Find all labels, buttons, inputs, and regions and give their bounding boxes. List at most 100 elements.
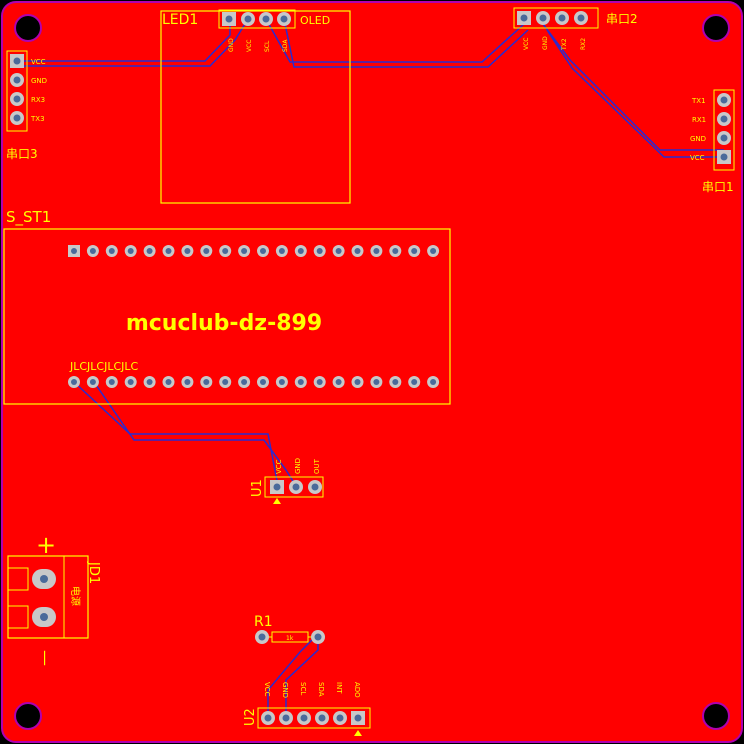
- s-st1-board-text: mcuclub-dz-899: [126, 311, 322, 336]
- uart3-pin4-hole: [13, 114, 21, 122]
- uart2-pin4-hole: [577, 14, 585, 22]
- u1-pin1-marker: [273, 498, 281, 504]
- s-st1-top-pin-hole: [411, 248, 418, 254]
- led1-pin1-label: GND: [228, 38, 235, 52]
- led1-module[interactable]: LED1 OLED GND VCC SCL SDA: [160, 9, 351, 204]
- uart2-ref: 串口2: [606, 12, 638, 26]
- s-st1-bottom-pin-hole: [373, 379, 380, 385]
- traces: [17, 18, 724, 718]
- mount-hole-br: [702, 702, 730, 730]
- s-st1-top-pin-hole: [184, 248, 191, 254]
- jd1-ref: JD1: [86, 561, 101, 584]
- uart3-pin1-label: VCC: [31, 58, 46, 66]
- s-st1-top-pin-hole: [203, 248, 210, 254]
- led1-header-outline: [218, 9, 296, 29]
- uart1-pin3-label: GND: [690, 135, 706, 143]
- s-st1-bottom-pin-hole: [184, 379, 191, 385]
- uart3-pin2-hole: [13, 76, 21, 84]
- u1-sensor[interactable]: U1 VCC GND OUT: [250, 458, 324, 504]
- uart3-pin2-label: GND: [31, 77, 47, 85]
- led1-pin2-label: VCC: [246, 40, 253, 52]
- uart2-pin1-label: VCC: [523, 38, 530, 50]
- u2-pin3-label: SCL: [299, 682, 307, 695]
- uart2-pin3-hole: [558, 14, 566, 22]
- s-st1-bottom-pin-hole: [297, 379, 304, 385]
- s-st1-top-pin-hole: [392, 248, 399, 254]
- jd1-power-connector[interactable]: + — 电源 JD1: [7, 531, 101, 666]
- r1-value: 1k: [286, 635, 294, 642]
- uart2-outline: [513, 7, 599, 29]
- s-st1-bottom-pin-hole: [165, 379, 172, 385]
- s-st1-bottom-pin-hole: [146, 379, 153, 385]
- s-st1-top-pin-hole: [241, 248, 248, 254]
- s-st1-bottom-pin-hole: [241, 379, 248, 385]
- s-st1-top-pin-hole: [335, 248, 342, 254]
- jd1-power-label: 电源: [69, 586, 82, 606]
- led1-pin3-label: SCL: [264, 40, 271, 52]
- u2-module[interactable]: U2 VCC GND SCL SDA INT ADO: [243, 682, 371, 736]
- s-st1-top-pin-hole: [222, 248, 229, 254]
- uart1-pin4-hole: [720, 153, 728, 161]
- trace-uart2-uart1-a: [542, 23, 724, 151]
- jd1-minus-label: —: [36, 650, 55, 666]
- u2-pin5-label: INT: [335, 682, 343, 694]
- mount-hole-bl: [14, 702, 42, 730]
- u1-outline: [264, 476, 324, 498]
- s-st1-bottom-pin-hole: [430, 379, 437, 385]
- s-st1-top-pin-row: [68, 245, 440, 257]
- u1-pin1-label: VCC: [275, 459, 283, 474]
- uart3-pin1-hole: [13, 57, 21, 65]
- u2-pin4-hole: [318, 714, 326, 722]
- mount-hole-tr: [702, 14, 730, 42]
- led1-ref: LED1: [162, 12, 198, 28]
- s-st1-top-pin-hole: [430, 248, 437, 254]
- s-st1-top-pin-hole: [146, 248, 153, 254]
- jd1-tab-bottom: [7, 605, 29, 629]
- trace-uart2-uart1-b: [546, 29, 724, 158]
- uart2-pin2-label: GND: [542, 36, 549, 50]
- s-st1-outline: [3, 228, 451, 405]
- uart1-pin2-label: RX1: [692, 116, 706, 124]
- s-st1-bottom-pin-hole: [89, 379, 96, 385]
- mount-holes: [14, 14, 730, 730]
- uart3-outline: [6, 50, 28, 132]
- led1-label: OLED: [300, 14, 330, 27]
- u2-outline: [257, 707, 371, 729]
- s-st1-module[interactable]: S_ST1 mcuclub-dz-899 JLCJLCJLCJLC: [3, 208, 451, 405]
- u2-pin5-hole: [336, 714, 344, 722]
- uart1-header[interactable]: TX1 RX1 GND VCC 串口1: [690, 89, 735, 194]
- u2-pin6-label: ADO: [353, 682, 361, 698]
- mount-hole-tl: [14, 14, 42, 42]
- s-st1-bottom-pin-hole: [392, 379, 399, 385]
- uart3-header[interactable]: VCC GND RX3 TX3 串口3: [6, 50, 47, 161]
- u1-pin3-hole: [311, 483, 319, 491]
- uart2-header[interactable]: 串口2 VCC GND TX2 RX2: [513, 7, 638, 51]
- uart2-pin3-label: TX2: [561, 38, 568, 51]
- r1-resistor[interactable]: R1 1k: [254, 614, 325, 644]
- u2-ref: U2: [243, 708, 258, 726]
- u1-ref: U1: [250, 479, 265, 497]
- r1-pin2-hole: [314, 633, 322, 641]
- s-st1-top-pin-hole: [260, 248, 266, 254]
- uart1-ref: 串口1: [702, 180, 734, 194]
- s-st1-bottom-pin-hole: [354, 379, 361, 385]
- u2-pin1-label: VCC: [263, 682, 271, 697]
- led1-pin1-hole: [225, 15, 233, 23]
- s-st1-bottom-pin-hole: [108, 379, 115, 385]
- uart1-pin2-hole: [720, 115, 728, 123]
- u2-pin1-hole: [264, 714, 272, 722]
- uart2-pin1-hole: [520, 14, 528, 22]
- r1-body: [271, 631, 309, 643]
- uart1-pin1-label: TX1: [691, 97, 706, 105]
- r1-pin1-hole: [258, 633, 266, 641]
- u2-pin6-hole: [354, 714, 362, 722]
- led1-pin4-hole: [280, 15, 288, 23]
- u2-pin4-label: SDA: [317, 682, 325, 697]
- s-st1-top-pin-hole: [127, 248, 134, 254]
- uart1-pin4-label: VCC: [690, 154, 705, 162]
- uart3-pin4-label: TX3: [30, 115, 45, 123]
- jd1-pad-plus-hole: [40, 575, 48, 583]
- u2-pin2-hole: [282, 714, 290, 722]
- s-st1-bottom-pin-hole: [260, 379, 266, 385]
- s-st1-top-pin-hole: [373, 248, 380, 254]
